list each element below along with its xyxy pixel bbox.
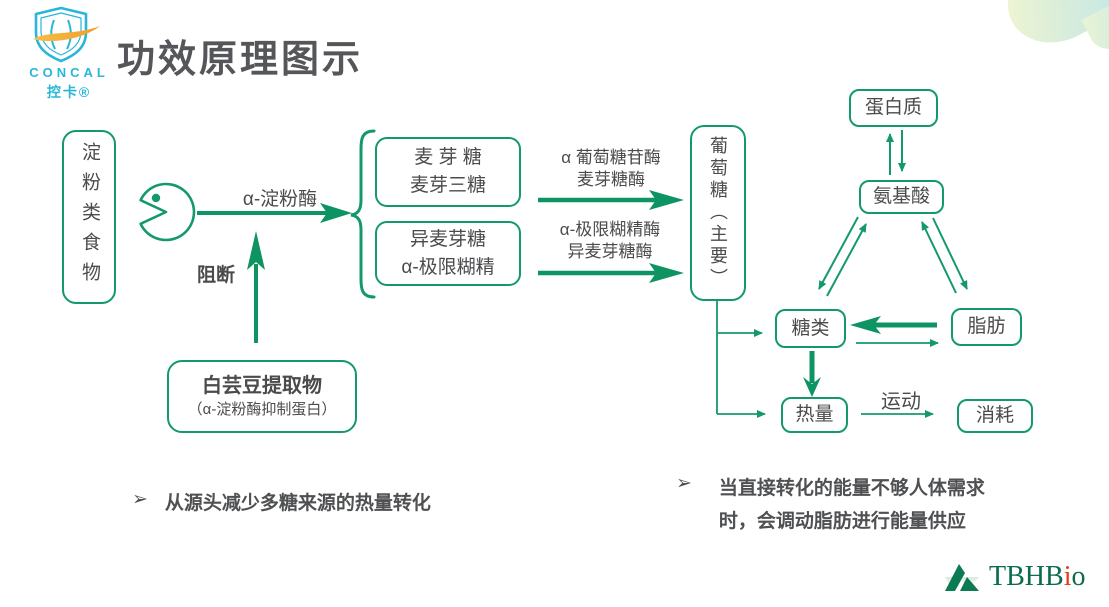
extract-title: 白芸豆提取物 <box>202 374 322 397</box>
arrow-enzyme-1 <box>538 190 684 210</box>
isomaltose-line2: α-极限糊精 <box>401 256 495 278</box>
brand-subname: 控卡® <box>46 84 92 100</box>
arrow-amylase <box>197 203 352 223</box>
maltose-line2: 麦芽三糖 <box>409 175 486 196</box>
bullet-right: ➢ 当直接转化的能量不够人体需求 时，会调动脂肪进行能量供应 <box>676 472 985 538</box>
heat-box: 热量 <box>781 397 848 433</box>
arrow-enzyme-2 <box>538 263 684 283</box>
enzyme1-line1: α 葡萄糖苷酶 <box>561 148 661 167</box>
enzyme1-label: α 葡萄糖苷酶 麦芽糖酶 <box>550 147 672 191</box>
arrow-amino-sugar <box>818 216 867 297</box>
tbhbio-logo: TBHBio <box>941 562 1085 592</box>
brand-name: CONCAL <box>29 65 109 80</box>
shield-icon <box>33 6 100 63</box>
arrow-amino-fat <box>921 217 968 294</box>
enzyme2-line2: 异麦芽糖酶 <box>567 242 653 261</box>
arrow-protein-amino <box>886 130 906 175</box>
exercise-label: 运动 <box>881 391 921 413</box>
isomaltose-line1: 异麦芽糖 <box>409 228 486 250</box>
tbhbio-mountain-icon <box>945 564 979 591</box>
bullet-marker-icon: ➢ <box>132 489 148 510</box>
bullet-right-line1: 当直接转化的能量不够人体需求 <box>718 478 985 499</box>
maltose-line1: 麦 芽 糖 <box>414 147 482 168</box>
maltose-box: 麦 芽 糖 麦芽三糖 <box>375 137 521 207</box>
enzyme2-label: α-极限糊精酶 异麦芽糖酶 <box>546 219 674 263</box>
protein-box: 蛋白质 <box>849 89 938 127</box>
concal-logo: CONCAL 控卡® <box>16 6 122 102</box>
glucose-box: 葡萄糖（主要） <box>690 125 746 301</box>
fat-box: 脂肪 <box>951 308 1022 346</box>
bullet-left: ➢ 从源头减少多糖来源的热量转化 <box>132 488 431 515</box>
enzyme1-line2: 麦芽糖酶 <box>577 170 645 189</box>
isomaltose-box: 异麦芽糖 α-极限糊精 <box>375 221 521 286</box>
amylase-label: α-淀粉酶 <box>242 189 318 210</box>
brace <box>350 129 376 299</box>
bullet-right-line2: 时，会调动脂肪进行能量供应 <box>718 511 966 532</box>
tbh-i: i <box>1063 561 1072 592</box>
white-kidney-bean-extract-box: 白芸豆提取物 （α-淀粉酶抑制蛋白） <box>167 360 357 433</box>
page-title: 功效原理图示 <box>117 39 364 81</box>
enzyme2-line1: α-极限糊精酶 <box>559 220 661 239</box>
bullet-marker-icon: ➢ <box>676 473 692 494</box>
starch-box: 淀粉类食物 <box>62 130 116 304</box>
arrow-sugar-to-heat <box>803 351 821 397</box>
tbh-prefix: TBHB <box>989 561 1064 592</box>
amino-acid-box: 氨基酸 <box>859 180 944 214</box>
arrow-fat-to-sugar <box>850 316 937 334</box>
tbhbio-wordmark: TBHBio <box>989 562 1085 592</box>
bullet-right-text: 当直接转化的能量不够人体需求 时，会调动脂肪进行能量供应 <box>719 472 985 538</box>
bullet-left-text: 从源头减少多糖来源的热量转化 <box>164 493 431 514</box>
sugar-box: 糖类 <box>775 309 846 348</box>
block-label: 阻断 <box>197 265 236 286</box>
tbh-o: o <box>1071 561 1086 592</box>
arrow-block-up <box>247 231 265 343</box>
connector-glucose <box>716 301 766 418</box>
consume-box: 消耗 <box>957 399 1033 433</box>
extract-subtitle: （α-淀粉酶抑制蛋白） <box>187 400 337 418</box>
pacman-enzyme-icon <box>139 182 196 242</box>
